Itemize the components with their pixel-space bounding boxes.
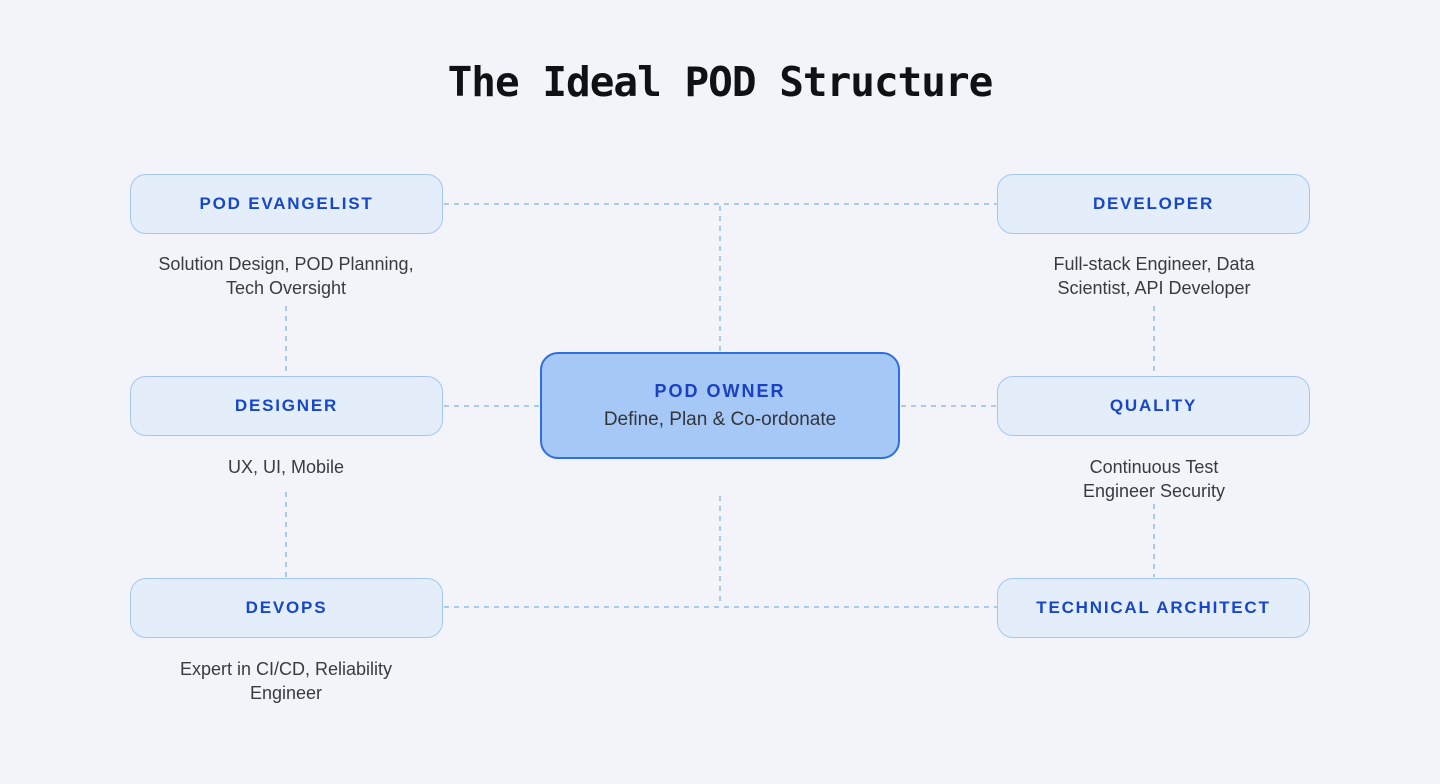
role-box-quality: QUALITY xyxy=(997,376,1310,436)
role-label-quality: QUALITY xyxy=(1109,396,1198,415)
description-line: UX, UI, Mobile xyxy=(227,457,345,477)
role-box-technical-architect: TECHNICAL ARCHITECT xyxy=(997,578,1310,638)
role-label-designer: DESIGNER xyxy=(234,396,339,415)
role-box-pod-evangelist: POD EVANGELIST xyxy=(130,174,443,234)
connector-top-to-owner xyxy=(719,206,721,352)
connector-evangelist-designer xyxy=(285,306,287,375)
role-box-pod-owner: POD OWNER Define, Plan & Co-ordonate xyxy=(540,352,900,459)
role-box-devops: DEVOPS xyxy=(130,578,443,638)
connector-owner-to-bottom xyxy=(719,496,721,606)
connector-owner-quality xyxy=(901,405,997,407)
description-line: Engineer xyxy=(249,683,323,703)
connector-devops-architect xyxy=(444,606,997,608)
role-description-designer: UX, UI, Mobile xyxy=(106,455,466,479)
description-line: Solution Design, POD Planning, xyxy=(158,254,414,274)
connector-designer-owner xyxy=(444,405,540,407)
connector-designer-devops xyxy=(285,492,287,577)
role-box-developer: DEVELOPER xyxy=(997,174,1310,234)
role-box-designer: DESIGNER xyxy=(130,376,443,436)
role-label-devops: DEVOPS xyxy=(245,598,328,617)
role-label-pod-evangelist: POD EVANGELIST xyxy=(199,194,374,213)
role-description-developer: Full-stack Engineer, Data Scientist, API… xyxy=(974,252,1334,300)
connector-evangelist-developer xyxy=(444,203,997,205)
connector-developer-quality xyxy=(1153,306,1155,376)
pod-owner-subtitle: Define, Plan & Co-ordonate xyxy=(603,408,837,430)
role-label-pod-owner: POD OWNER xyxy=(654,380,786,401)
role-description-devops: Expert in CI/CD, Reliability Engineer xyxy=(106,657,466,705)
role-label-developer: DEVELOPER xyxy=(1092,194,1215,213)
description-line: Full-stack Engineer, Data xyxy=(1053,254,1255,274)
description-line: Tech Oversight xyxy=(225,278,347,298)
description-line: Continuous Test xyxy=(1089,457,1219,477)
connector-quality-architect xyxy=(1153,504,1155,577)
description-line: Scientist, API Developer xyxy=(1057,278,1251,298)
role-description-quality: Continuous Test Engineer Security xyxy=(974,455,1334,503)
description-line: Engineer Security xyxy=(1082,481,1226,501)
page-title: The Ideal POD Structure xyxy=(447,58,994,106)
role-label-technical-architect: TECHNICAL ARCHITECT xyxy=(1036,598,1271,617)
description-line: Expert in CI/CD, Reliability xyxy=(179,659,393,679)
role-description-pod-evangelist: Solution Design, POD Planning, Tech Over… xyxy=(106,252,466,300)
